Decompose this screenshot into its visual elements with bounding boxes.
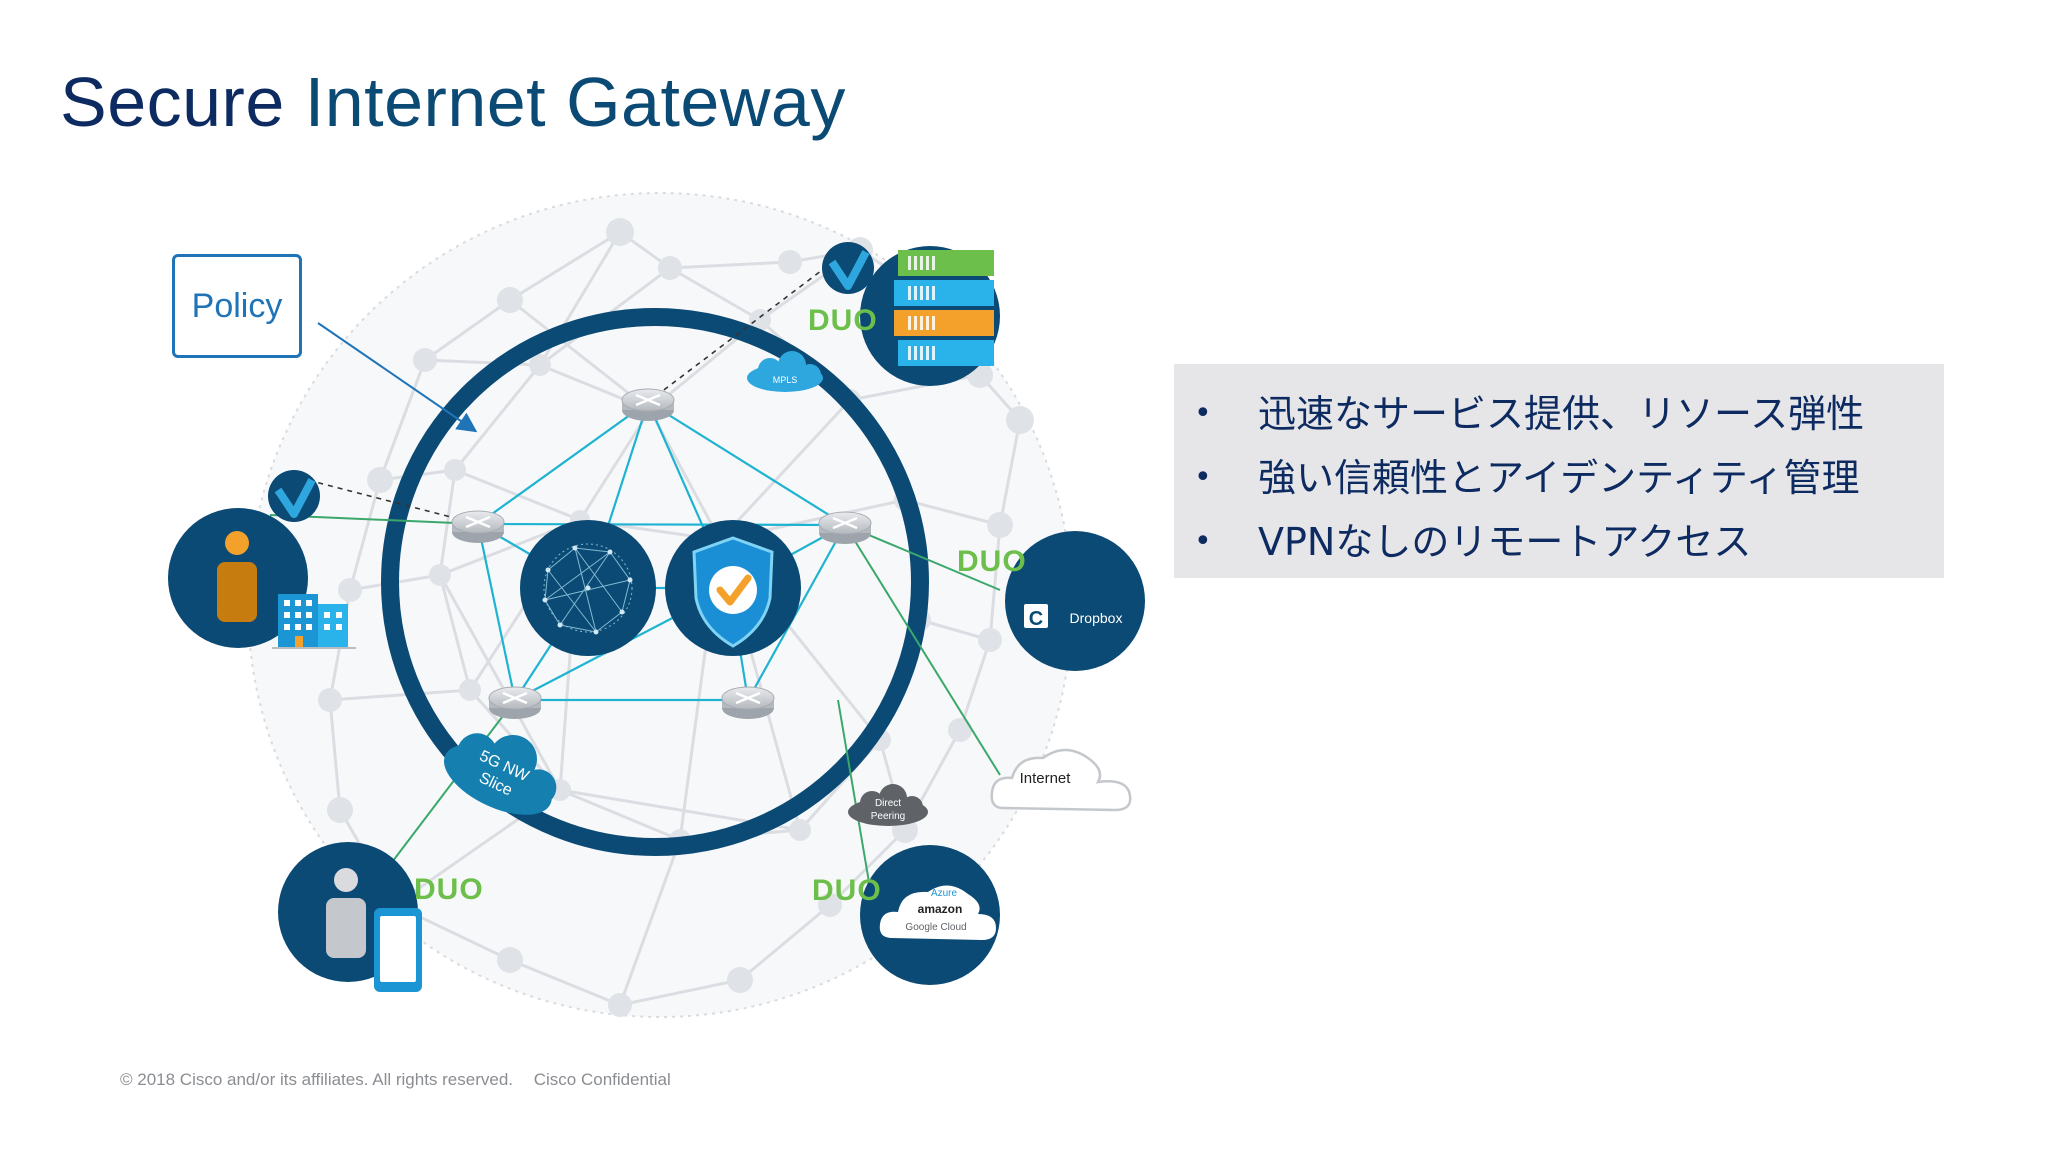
building-icon	[272, 594, 356, 649]
bullet-text: 強い信頼性とアイデンティティ管理	[1258, 456, 1860, 500]
mpls-label: MPLS	[773, 375, 798, 385]
footer-copyright: © 2018 Cisco and/or its affiliates. All …	[120, 1070, 514, 1089]
network-ring	[381, 308, 929, 856]
bullet-list: • 迅速なサービス提供、リソース弾性 • 強い信頼性とアイデンティティ管理 • VPN…	[1174, 364, 1944, 574]
duo-logo-bottom-right: DUO	[812, 874, 882, 907]
user-icon	[217, 531, 257, 622]
checkmark-badge-icon	[822, 242, 874, 294]
saas-endpoint: C Dropbox	[1005, 531, 1145, 671]
slice-cloud: 5G NW Slice	[444, 733, 557, 815]
dropbox-label: Dropbox	[1070, 610, 1123, 626]
user-icon	[326, 868, 366, 958]
saas-app-c-icon: C	[1029, 608, 1043, 630]
duo-logo-bottom-left: DUO	[414, 873, 484, 906]
policy-box: Policy	[172, 254, 302, 358]
cloud-providers-endpoint: Azure amazon Google Cloud	[860, 845, 1000, 985]
policy-arrow	[317, 322, 478, 433]
bullet-item: • 迅速なサービス提供、リソース弾性	[1174, 382, 1944, 446]
bullet-dot: •	[1194, 460, 1212, 495]
direct-peering-line2: Peering	[871, 811, 905, 822]
footer: © 2018 Cisco and/or its affiliates. All …	[120, 1070, 671, 1090]
google-cloud-label: Google Cloud	[905, 922, 966, 933]
bullet-panel: • 迅速なサービス提供、リソース弾性 • 強い信頼性とアイデンティティ管理 • VPN…	[1174, 364, 1944, 578]
checkmark-badge-icon	[268, 470, 320, 522]
router-icon	[721, 686, 775, 719]
bullet-dot: •	[1194, 524, 1212, 559]
router-icon	[621, 388, 675, 421]
user-endpoint-left	[168, 508, 356, 649]
policy-label: Policy	[191, 286, 283, 325]
router-icon	[488, 686, 542, 719]
bullet-item: • 強い信頼性とアイデンティティ管理	[1174, 446, 1944, 510]
internet-cloud: Internet	[990, 748, 1132, 812]
title-words-internet-gateway: Internet Gateway	[304, 63, 846, 141]
direct-peering-line1: Direct	[875, 798, 901, 809]
router-icon	[818, 511, 872, 544]
server-endpoint	[860, 246, 1000, 386]
router-icon	[451, 510, 505, 543]
duo-logo-right: DUO	[957, 545, 1027, 578]
duo-logo-top-right: DUO	[808, 304, 878, 337]
azure-label: Azure	[931, 888, 958, 899]
dashed-links	[299, 254, 843, 525]
bullet-text: VPNなしのリモートアクセス	[1258, 520, 1752, 564]
globe-mesh-icon	[520, 520, 656, 656]
page-title: Secure Internet Gateway	[60, 60, 846, 144]
bullet-text: 迅速なサービス提供、リソース弾性	[1258, 392, 1865, 436]
server-rack-icon	[894, 250, 994, 366]
footer-confidential: Cisco Confidential	[533, 1070, 671, 1089]
cloud-icon	[879, 885, 996, 940]
mobile-phone-icon	[374, 908, 422, 992]
title-word-secure: Secure	[60, 63, 285, 141]
bullet-item: • VPNなしのリモートアクセス	[1174, 510, 1944, 574]
shield-check-icon	[665, 520, 801, 656]
mpls-cloud: MPLS	[747, 351, 823, 392]
internet-label: Internet	[1020, 770, 1072, 787]
bullet-dot: •	[1194, 396, 1212, 431]
amazon-label: amazon	[918, 902, 963, 916]
direct-peering-cloud: Direct Peering	[848, 784, 928, 826]
mobile-user-endpoint	[278, 842, 422, 992]
